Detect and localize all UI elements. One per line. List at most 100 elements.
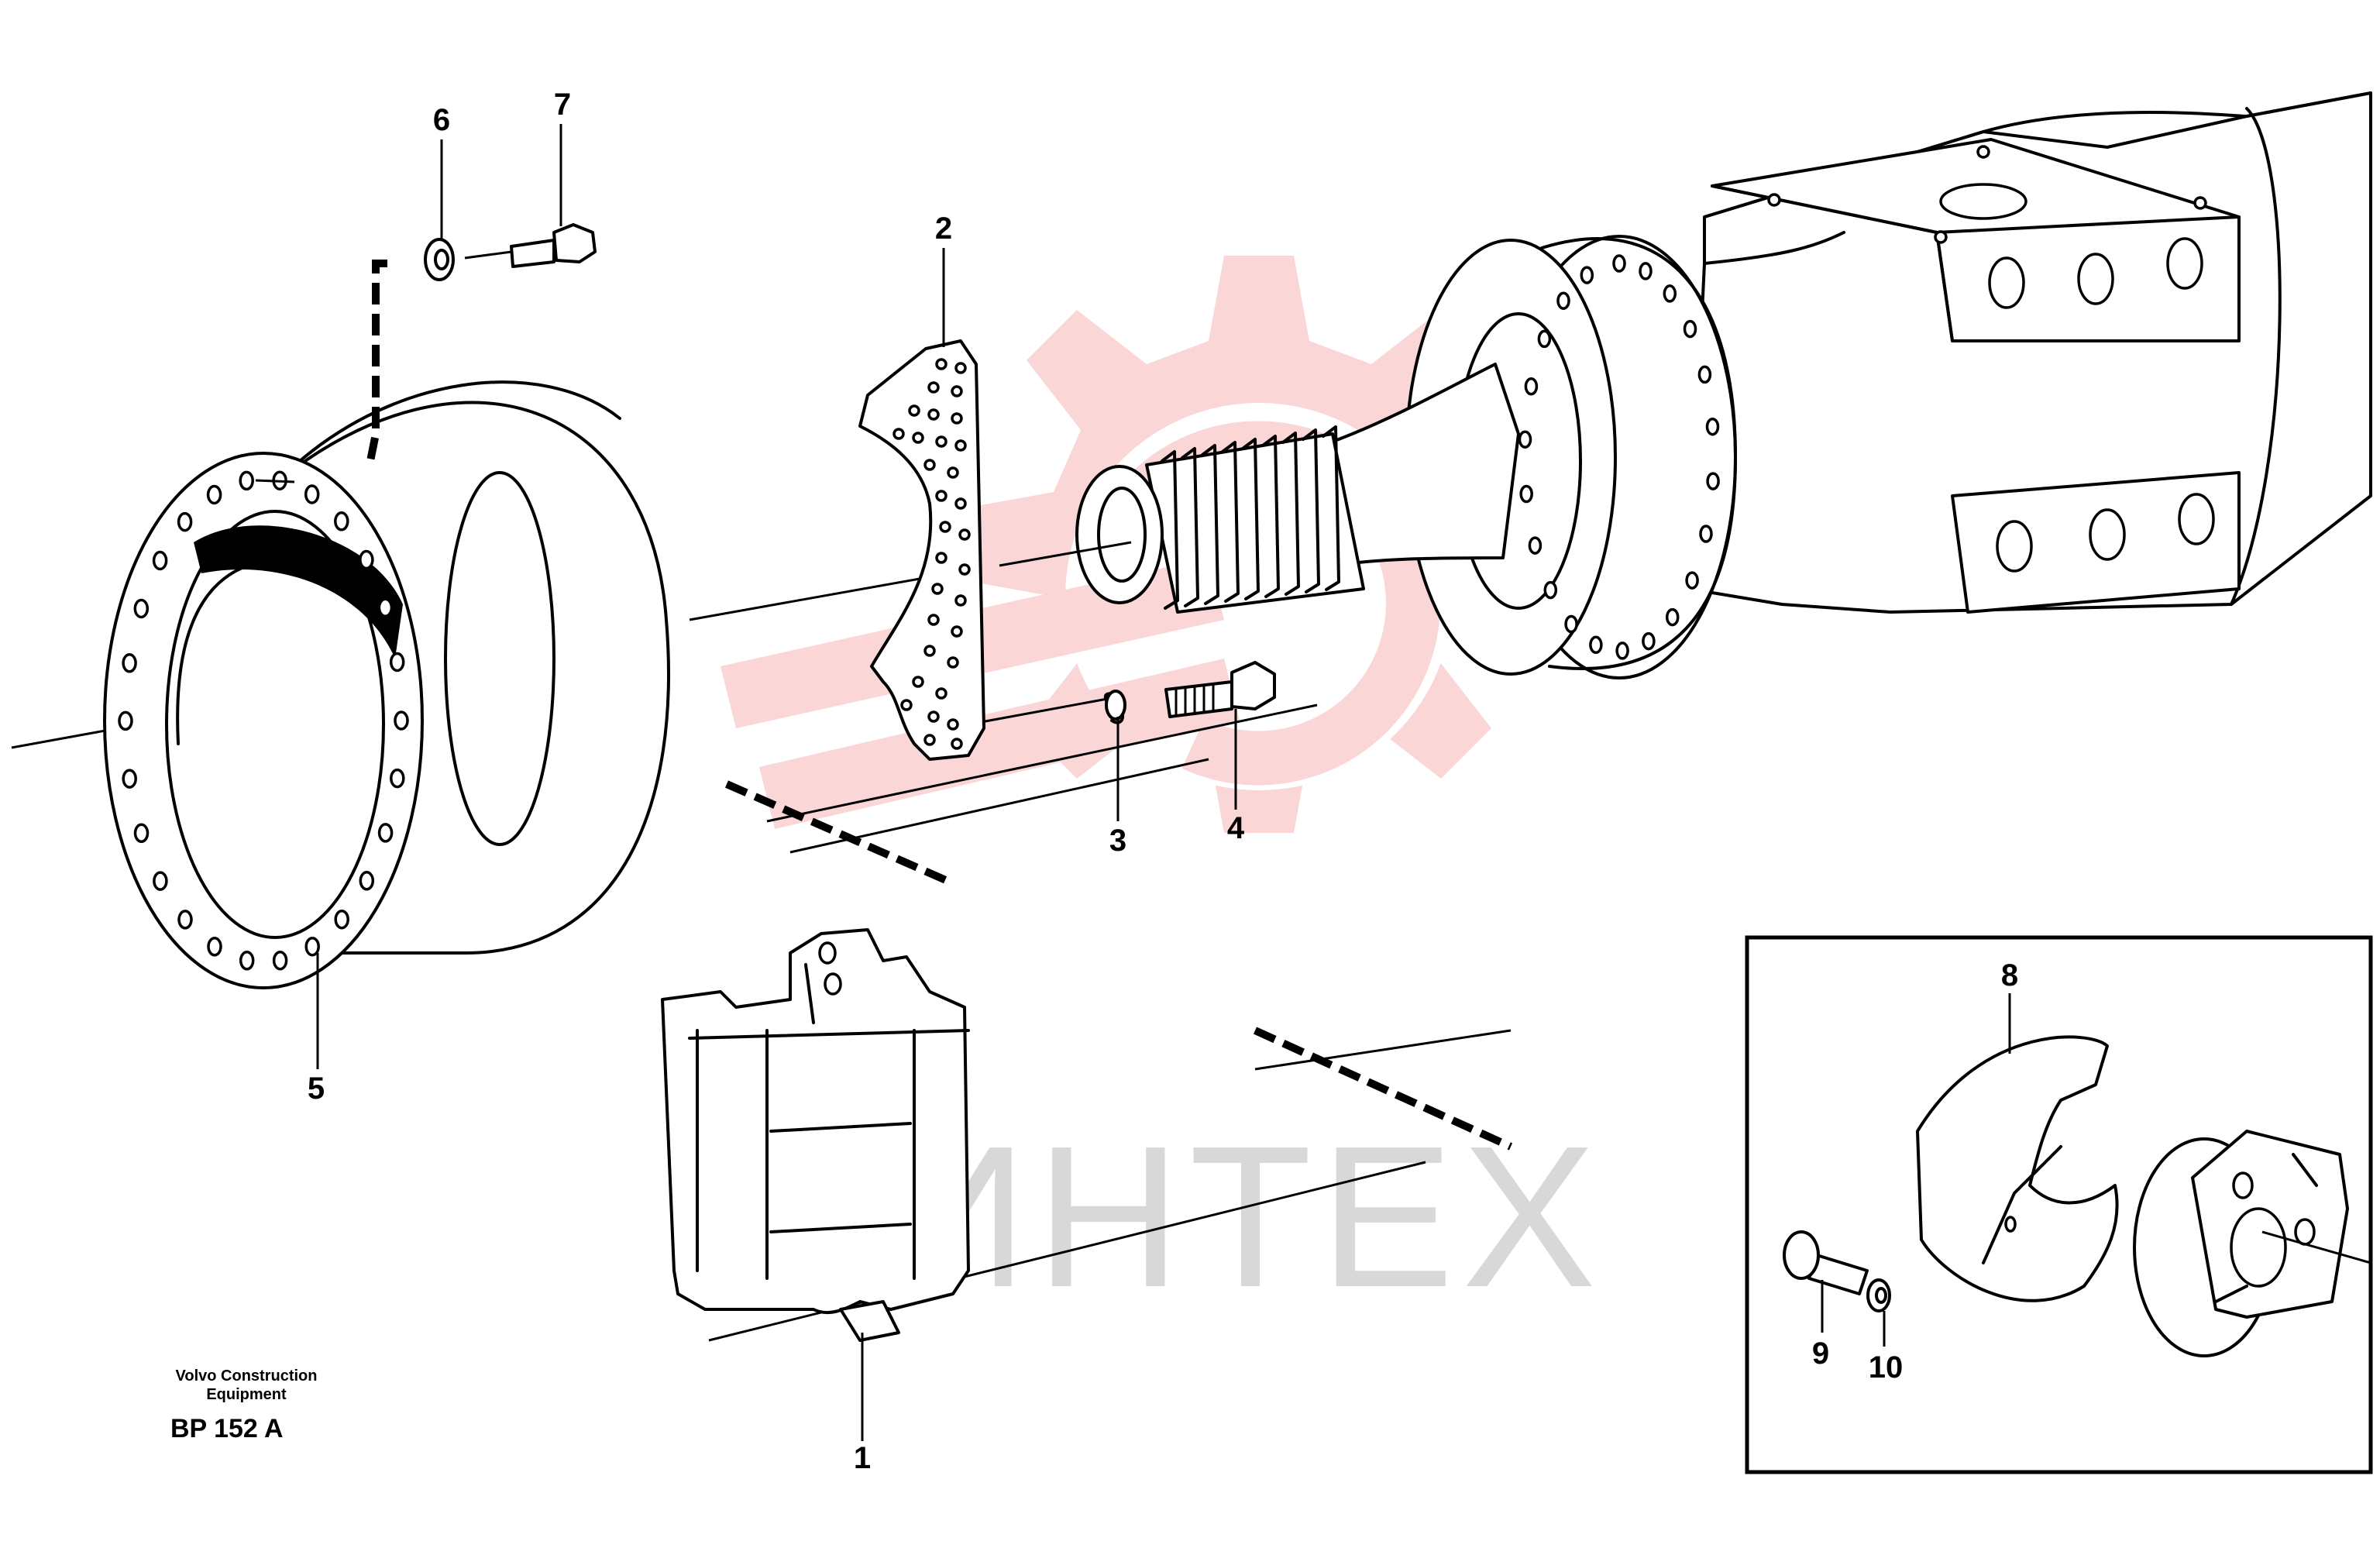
bolt-hole	[177, 910, 193, 930]
bolt-hole	[1642, 631, 1656, 651]
bracket-hole	[951, 738, 963, 750]
bolt-hole	[1589, 635, 1603, 655]
part-label-3: 3	[1109, 824, 1126, 858]
bracket-hole	[935, 435, 948, 448]
spline-tooth	[1181, 447, 1199, 607]
axle-housing	[1687, 91, 2372, 614]
bracket-holes	[892, 358, 971, 750]
lower-bolt-holes	[1996, 493, 2215, 573]
bolt-hole	[1556, 291, 1570, 310]
bolt-hole	[133, 823, 150, 844]
bracket-hole	[935, 358, 948, 370]
drawing-code-block: Volvo Construction Equipment BP 152 A	[170, 1367, 317, 1443]
bracket-hole	[947, 656, 959, 669]
bolt-hole	[334, 511, 349, 531]
bolt-4	[1164, 661, 1276, 718]
part-label-4: 4	[1227, 811, 1245, 845]
part-label-1: 1	[854, 1441, 871, 1475]
bolt-9	[1783, 1230, 1869, 1295]
part-label-9: 9	[1812, 1336, 1829, 1371]
manufacturer-line-2: Equipment	[206, 1386, 287, 1403]
caliper-detail	[2133, 1130, 2371, 1357]
bolt-hole	[1519, 484, 1533, 504]
bolt-hole	[1706, 472, 1720, 490]
bolt-7	[464, 223, 597, 268]
bolt-hole	[304, 936, 320, 957]
spline-tooth	[1281, 432, 1300, 596]
bracket-hole	[947, 718, 959, 731]
bolt-hole	[334, 909, 349, 930]
bracket-hole	[954, 362, 967, 374]
spline-teeth	[1161, 425, 1340, 610]
bracket-hole	[939, 521, 951, 533]
detail-inset	[1745, 935, 2373, 1474]
bolt-hole	[206, 484, 222, 505]
bolt-hole	[177, 511, 193, 532]
bolt-hole	[304, 484, 320, 504]
bracket-hole	[900, 699, 913, 711]
bolt-hole	[1697, 365, 1712, 384]
bracket-hole	[927, 710, 940, 723]
bracket-hole	[927, 614, 940, 626]
bolt-hole	[272, 950, 288, 971]
bracket-hole	[958, 563, 971, 576]
bolt-hole	[377, 823, 394, 843]
bolt-hole	[1685, 571, 1699, 590]
bolt-hole	[389, 652, 405, 673]
bracket-hole	[935, 687, 948, 700]
bracket-hole	[912, 676, 924, 688]
bracket-hole	[954, 594, 967, 607]
bolt-hole	[239, 470, 254, 491]
spline-tooth	[1201, 444, 1219, 605]
bracket-hole	[908, 404, 920, 417]
bolt-hole	[1537, 329, 1552, 349]
manufacturer-line-1: Volvo Construction	[176, 1367, 318, 1385]
upper-bolt-holes	[1988, 237, 2203, 309]
bolt-hole	[1524, 377, 1539, 396]
bolt-hole	[133, 598, 150, 619]
washer-3	[1103, 690, 1126, 724]
bolt-hole	[1699, 525, 1713, 543]
washer-10	[1866, 1278, 1891, 1312]
bracket-hole	[927, 381, 940, 394]
caliper-bracket-plate	[858, 339, 985, 761]
bolt-hole	[377, 597, 394, 618]
bolt-hole	[1683, 319, 1697, 339]
bolt-hole	[1543, 580, 1558, 600]
brake-caliper	[661, 928, 970, 1342]
bolt-hole	[394, 710, 409, 731]
bracket-hole	[935, 552, 948, 564]
bolt-hole	[390, 768, 405, 789]
part-label-5: 5	[308, 1072, 325, 1106]
bracket-hole	[931, 583, 944, 595]
part-label-8: 8	[2001, 958, 2018, 992]
bolt-hole	[1639, 262, 1653, 280]
bracket-hole	[923, 645, 936, 657]
bracket-hole	[947, 466, 959, 479]
bracket-hole	[892, 428, 905, 440]
spline-tooth	[1322, 425, 1340, 591]
bracket-hole	[951, 385, 963, 397]
part-label-6: 6	[433, 103, 450, 137]
spline-tooth	[1261, 435, 1280, 598]
bolt-hole	[1518, 430, 1532, 449]
bolt-hole	[1612, 254, 1626, 273]
bracket-hole	[923, 734, 936, 746]
spline-tooth	[1221, 441, 1240, 603]
leader-lines	[316, 124, 2011, 1441]
bolt-hole	[1528, 536, 1543, 555]
bolt-hole	[118, 710, 133, 731]
part-label-2: 2	[935, 212, 952, 246]
bracket-hole	[923, 459, 936, 471]
bracket-hole	[912, 432, 924, 444]
dust-shield-8	[1916, 1035, 2119, 1302]
spline-tooth	[1161, 450, 1179, 610]
bolt-hole	[1580, 266, 1594, 284]
splined-axle-shaft	[1075, 363, 1520, 614]
brake-disc-drum	[103, 380, 670, 989]
part-label-7: 7	[554, 88, 571, 122]
bracket-hole	[954, 439, 967, 452]
bolt-hole	[239, 951, 255, 971]
watermark-text: ИНТЕХ	[883, 1105, 1604, 1330]
bolt-hole	[152, 550, 168, 571]
